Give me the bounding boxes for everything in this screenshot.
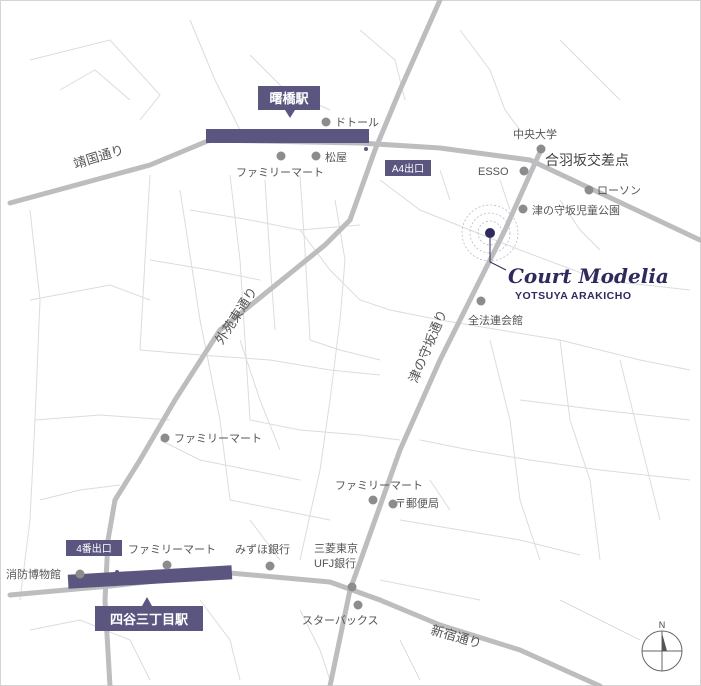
poi-mizuho: みずほ銀行: [235, 542, 290, 556]
poi-dot-post: [388, 499, 398, 509]
destination-subtitle: YOTSUYA ARAKICHO: [515, 290, 632, 302]
yotsuya-sanchome-station-bar: [67, 565, 233, 589]
poi-fire-museum: 消防博物館: [6, 567, 61, 581]
poi-dot-starbucks: [353, 600, 363, 610]
poi-familymart-1: ファミリーマート: [236, 167, 324, 179]
poi-doutor: ドトール: [335, 117, 379, 129]
poi-familymart-2: ファミリーマート: [174, 433, 262, 445]
poi-familymart-3: ファミリーマート: [335, 480, 423, 492]
exit-4-label[interactable]: 4番出口: [66, 540, 122, 556]
poi-lawson: ローソン: [597, 185, 641, 197]
exit-a4-marker: [364, 147, 368, 151]
poi-chuo-univ: 中央大学: [513, 127, 557, 141]
exit-a4-label[interactable]: A4出口: [385, 160, 431, 176]
poi-dot-familymart-3: [368, 495, 378, 505]
poi-zenporen: 全法連会館: [468, 313, 523, 327]
poi-esso: ESSO: [478, 166, 509, 178]
kappazaka-intersection-label: 合羽坂交差点: [545, 152, 629, 168]
poi-dot-lawson: [584, 185, 594, 195]
yotsuya-sanchome-station-name: 四谷三丁目駅: [110, 612, 189, 627]
poi-dot-mizuho: [265, 561, 275, 571]
destination-marker[interactable]: [461, 204, 519, 271]
yotsuya-sanchome-station-label[interactable]: 四谷三丁目駅: [95, 597, 203, 631]
poi-familymart-4: ファミリーマート: [128, 544, 216, 556]
destination-name: Court Modelia: [508, 264, 669, 288]
poi-dot-zenporen: [476, 296, 486, 306]
poi-dot-esso: [519, 166, 529, 176]
poi-ufj-line1: 三菱東京: [314, 541, 358, 555]
poi-markers: [75, 117, 594, 610]
poi-dot-fire-museum: [75, 569, 85, 579]
poi-dot-matsuya: [311, 151, 321, 161]
compass: N: [641, 620, 683, 672]
akebonobashi-station-bar: [206, 129, 369, 143]
compass-north-label: N: [659, 620, 666, 630]
akebonobashi-station-label[interactable]: 曙橋駅: [258, 86, 320, 118]
minor-streets: [19, 19, 691, 681]
poi-labels: ドトール 松屋 ファミリーマート 中央大学 ESSO ローソン 津の守坂児童公園…: [6, 117, 641, 627]
akebonobashi-station-name: 曙橋駅: [269, 91, 309, 106]
poi-dot-chuo-univ: [536, 144, 546, 154]
poi-dot-doutor: [321, 117, 331, 127]
poi-dot-ufj: [347, 582, 357, 592]
poi-ufj-line2: UFJ銀行: [314, 556, 356, 570]
exit-a4-text: A4出口: [392, 162, 424, 175]
poi-dot-park: [518, 204, 528, 214]
poi-dot-familymart-1: [276, 151, 286, 161]
exit-4-text: 4番出口: [76, 542, 112, 555]
poi-matsuya: 松屋: [325, 150, 347, 164]
poi-dot-familymart-4: [162, 560, 172, 570]
exit-4-marker: [115, 570, 119, 574]
poi-starbucks: スターバックス: [302, 614, 379, 627]
poi-dot-familymart-2: [160, 433, 170, 443]
poi-post: 〒郵便局: [395, 497, 439, 510]
road-tsunokami: [327, 149, 543, 686]
poi-park: 津の守坂児童公園: [532, 203, 620, 217]
